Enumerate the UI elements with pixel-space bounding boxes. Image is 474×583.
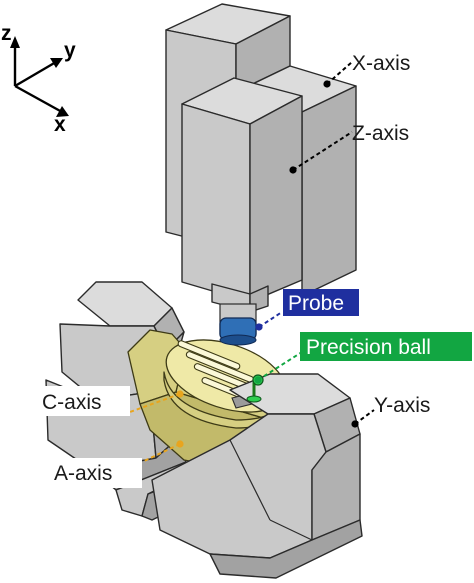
x-axis-leader	[326, 61, 353, 85]
z-ram-side	[249, 95, 303, 303]
x-column-side	[301, 85, 357, 297]
probe-label-bg	[283, 289, 359, 316]
z-letter: z	[1, 22, 12, 45]
y-arrowhead	[50, 58, 63, 68]
a-axis-label-bg	[50, 458, 142, 488]
z-axis-label: Z-axis	[352, 122, 409, 145]
y-axis-leader	[354, 409, 375, 425]
z-ram-front	[181, 103, 251, 303]
a-axis-label-group: A-axis	[50, 458, 142, 488]
precision-ball-label-bg	[300, 332, 472, 361]
probe-leader	[258, 311, 283, 328]
z-arrowhead	[10, 36, 20, 48]
y-axis-support-block	[151, 373, 363, 579]
y-axis-label: Y-axis	[374, 394, 430, 417]
probe	[219, 303, 257, 346]
probe-label: Probe	[288, 292, 344, 315]
a-axis-leader	[141, 443, 181, 463]
c-axis-leader	[129, 393, 181, 413]
a-axis-label: A-axis	[54, 462, 112, 485]
c-axis-label: C-axis	[42, 391, 102, 414]
x-axis-label: X-axis	[352, 52, 410, 75]
c-axis-label-group: C-axis	[38, 386, 130, 416]
precision-ball-leader	[257, 351, 303, 381]
precision-ball-label: Precision ball	[306, 336, 431, 359]
probe-label-group: Probe	[283, 289, 359, 316]
precision-ball-label-group: Precision ball	[300, 332, 472, 361]
coordinate-axes-indicator: z y x	[1, 22, 76, 136]
c-axis-label-bg	[38, 386, 130, 416]
z-axis-leader	[292, 131, 353, 171]
x-arrowhead	[56, 106, 69, 117]
y-axis-arrow	[14, 60, 57, 88]
spindle-column	[165, 3, 357, 313]
x-letter: x	[54, 113, 66, 136]
x-axis-arrow	[14, 84, 63, 114]
y-letter: y	[64, 39, 76, 62]
